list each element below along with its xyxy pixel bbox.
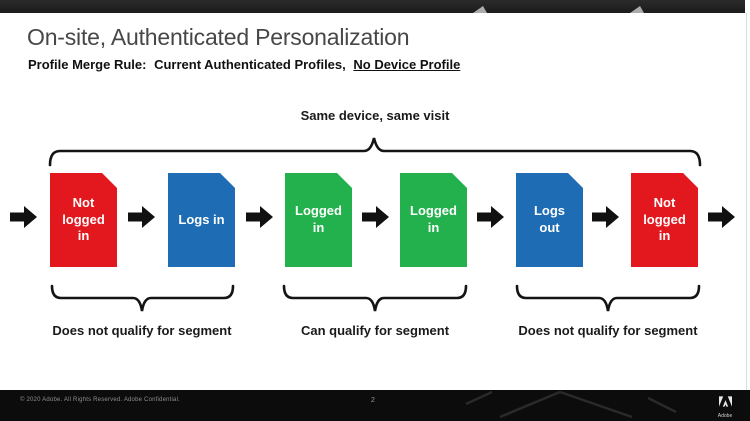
same-device-label: Same device, same visit bbox=[300, 108, 450, 123]
arrow-right-icon bbox=[128, 206, 155, 228]
state-box-label: Logs in bbox=[178, 211, 225, 227]
arrow-right-icon bbox=[708, 206, 735, 228]
curly-brace-group-3 bbox=[515, 284, 701, 312]
merge-rule-label: Profile Merge Rule: bbox=[28, 57, 147, 72]
state-box-logged-in-1: Logged in bbox=[285, 173, 352, 267]
merge-rule-line: Profile Merge Rule: Current Authenticate… bbox=[28, 57, 460, 72]
top-bar-decoration bbox=[473, 6, 644, 13]
state-box-logged-in-2: Logged in bbox=[400, 173, 467, 267]
curly-brace-group-1 bbox=[50, 284, 235, 312]
footer-background-decoration bbox=[465, 390, 677, 419]
video-top-bar bbox=[0, 0, 745, 13]
curly-brace-group-2 bbox=[282, 284, 468, 312]
copyright-text: © 2020 Adobe. All Rights Reserved. Adobe… bbox=[20, 397, 180, 403]
curly-brace-top bbox=[48, 137, 702, 167]
state-box-label: Logged in bbox=[410, 203, 457, 235]
arrow-right-icon bbox=[477, 206, 504, 228]
slide-right-edge bbox=[746, 13, 747, 390]
arrow-right-icon bbox=[246, 206, 273, 228]
state-box-label: Logged in bbox=[295, 203, 342, 235]
adobe-logo-icon bbox=[718, 396, 732, 407]
arrow-right-icon bbox=[10, 206, 37, 228]
merge-rule-underlined: No Device Profile bbox=[353, 57, 461, 72]
state-box-label: Logs out bbox=[533, 203, 566, 235]
state-box-not-logged-in-1: Not logged in bbox=[50, 173, 117, 267]
state-box-label: Not logged in bbox=[643, 195, 686, 244]
group-label-does-not-qualify-2: Does not qualify for segment bbox=[518, 323, 698, 338]
slide-footer: © 2020 Adobe. All Rights Reserved. Adobe… bbox=[0, 390, 750, 421]
arrow-right-icon bbox=[592, 206, 619, 228]
group-label-does-not-qualify-1: Does not qualify for segment bbox=[52, 323, 232, 338]
adobe-logo: Adobe bbox=[716, 394, 734, 419]
arrow-right-icon bbox=[362, 206, 389, 228]
state-box-logs-out: Logs out bbox=[516, 173, 583, 267]
merge-rule-value: Current Authenticated Profiles, bbox=[154, 57, 346, 72]
group-label-can-qualify: Can qualify for segment bbox=[300, 323, 450, 338]
state-box-logs-in: Logs in bbox=[168, 173, 235, 267]
adobe-logo-word: Adobe bbox=[717, 413, 733, 419]
page-number: 2 bbox=[371, 397, 375, 404]
state-box-label: Not logged in bbox=[62, 195, 105, 244]
page-title: On-site, Authenticated Personalization bbox=[27, 24, 410, 50]
state-box-not-logged-in-2: Not logged in bbox=[631, 173, 698, 267]
